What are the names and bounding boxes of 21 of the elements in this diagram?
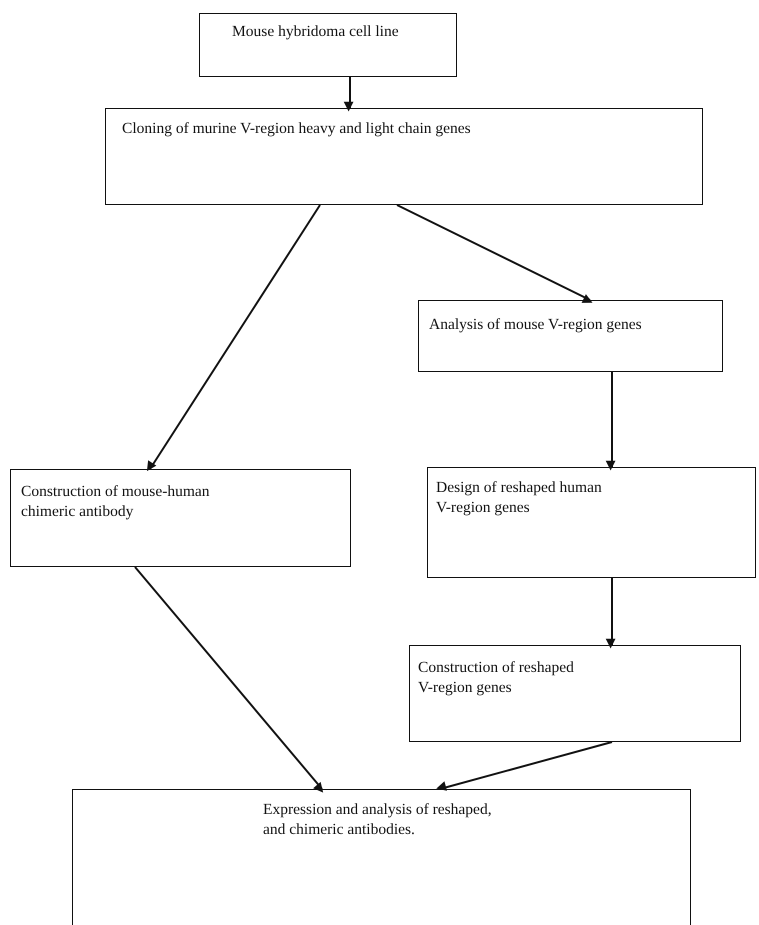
box-text: Analysis of mouse V-region genes xyxy=(429,315,643,335)
process-box xyxy=(72,789,691,925)
process-box xyxy=(105,108,703,205)
box-text: Construction of reshaped V-region genes xyxy=(418,658,575,698)
box-text: Design of reshaped human V-region genes xyxy=(436,478,603,518)
arrow xyxy=(606,578,616,648)
arrow xyxy=(134,566,324,793)
arrow xyxy=(436,741,612,791)
box-text: Cloning of murine V-region heavy and light chain genes xyxy=(122,119,472,139)
arrow xyxy=(396,204,593,303)
process-box xyxy=(409,645,741,742)
arrow xyxy=(146,204,321,472)
arrow xyxy=(344,77,354,112)
process-box xyxy=(10,469,351,567)
process-box xyxy=(199,13,457,77)
box-text: Construction of mouse-human chimeric antibody xyxy=(21,482,211,522)
arrow xyxy=(606,372,616,470)
process-box xyxy=(427,467,756,578)
box-text: Mouse hybridoma cell line xyxy=(232,22,400,42)
box-text: Expression and analysis of reshaped, and chimeric antibodies. xyxy=(263,800,493,840)
process-box xyxy=(418,300,723,372)
